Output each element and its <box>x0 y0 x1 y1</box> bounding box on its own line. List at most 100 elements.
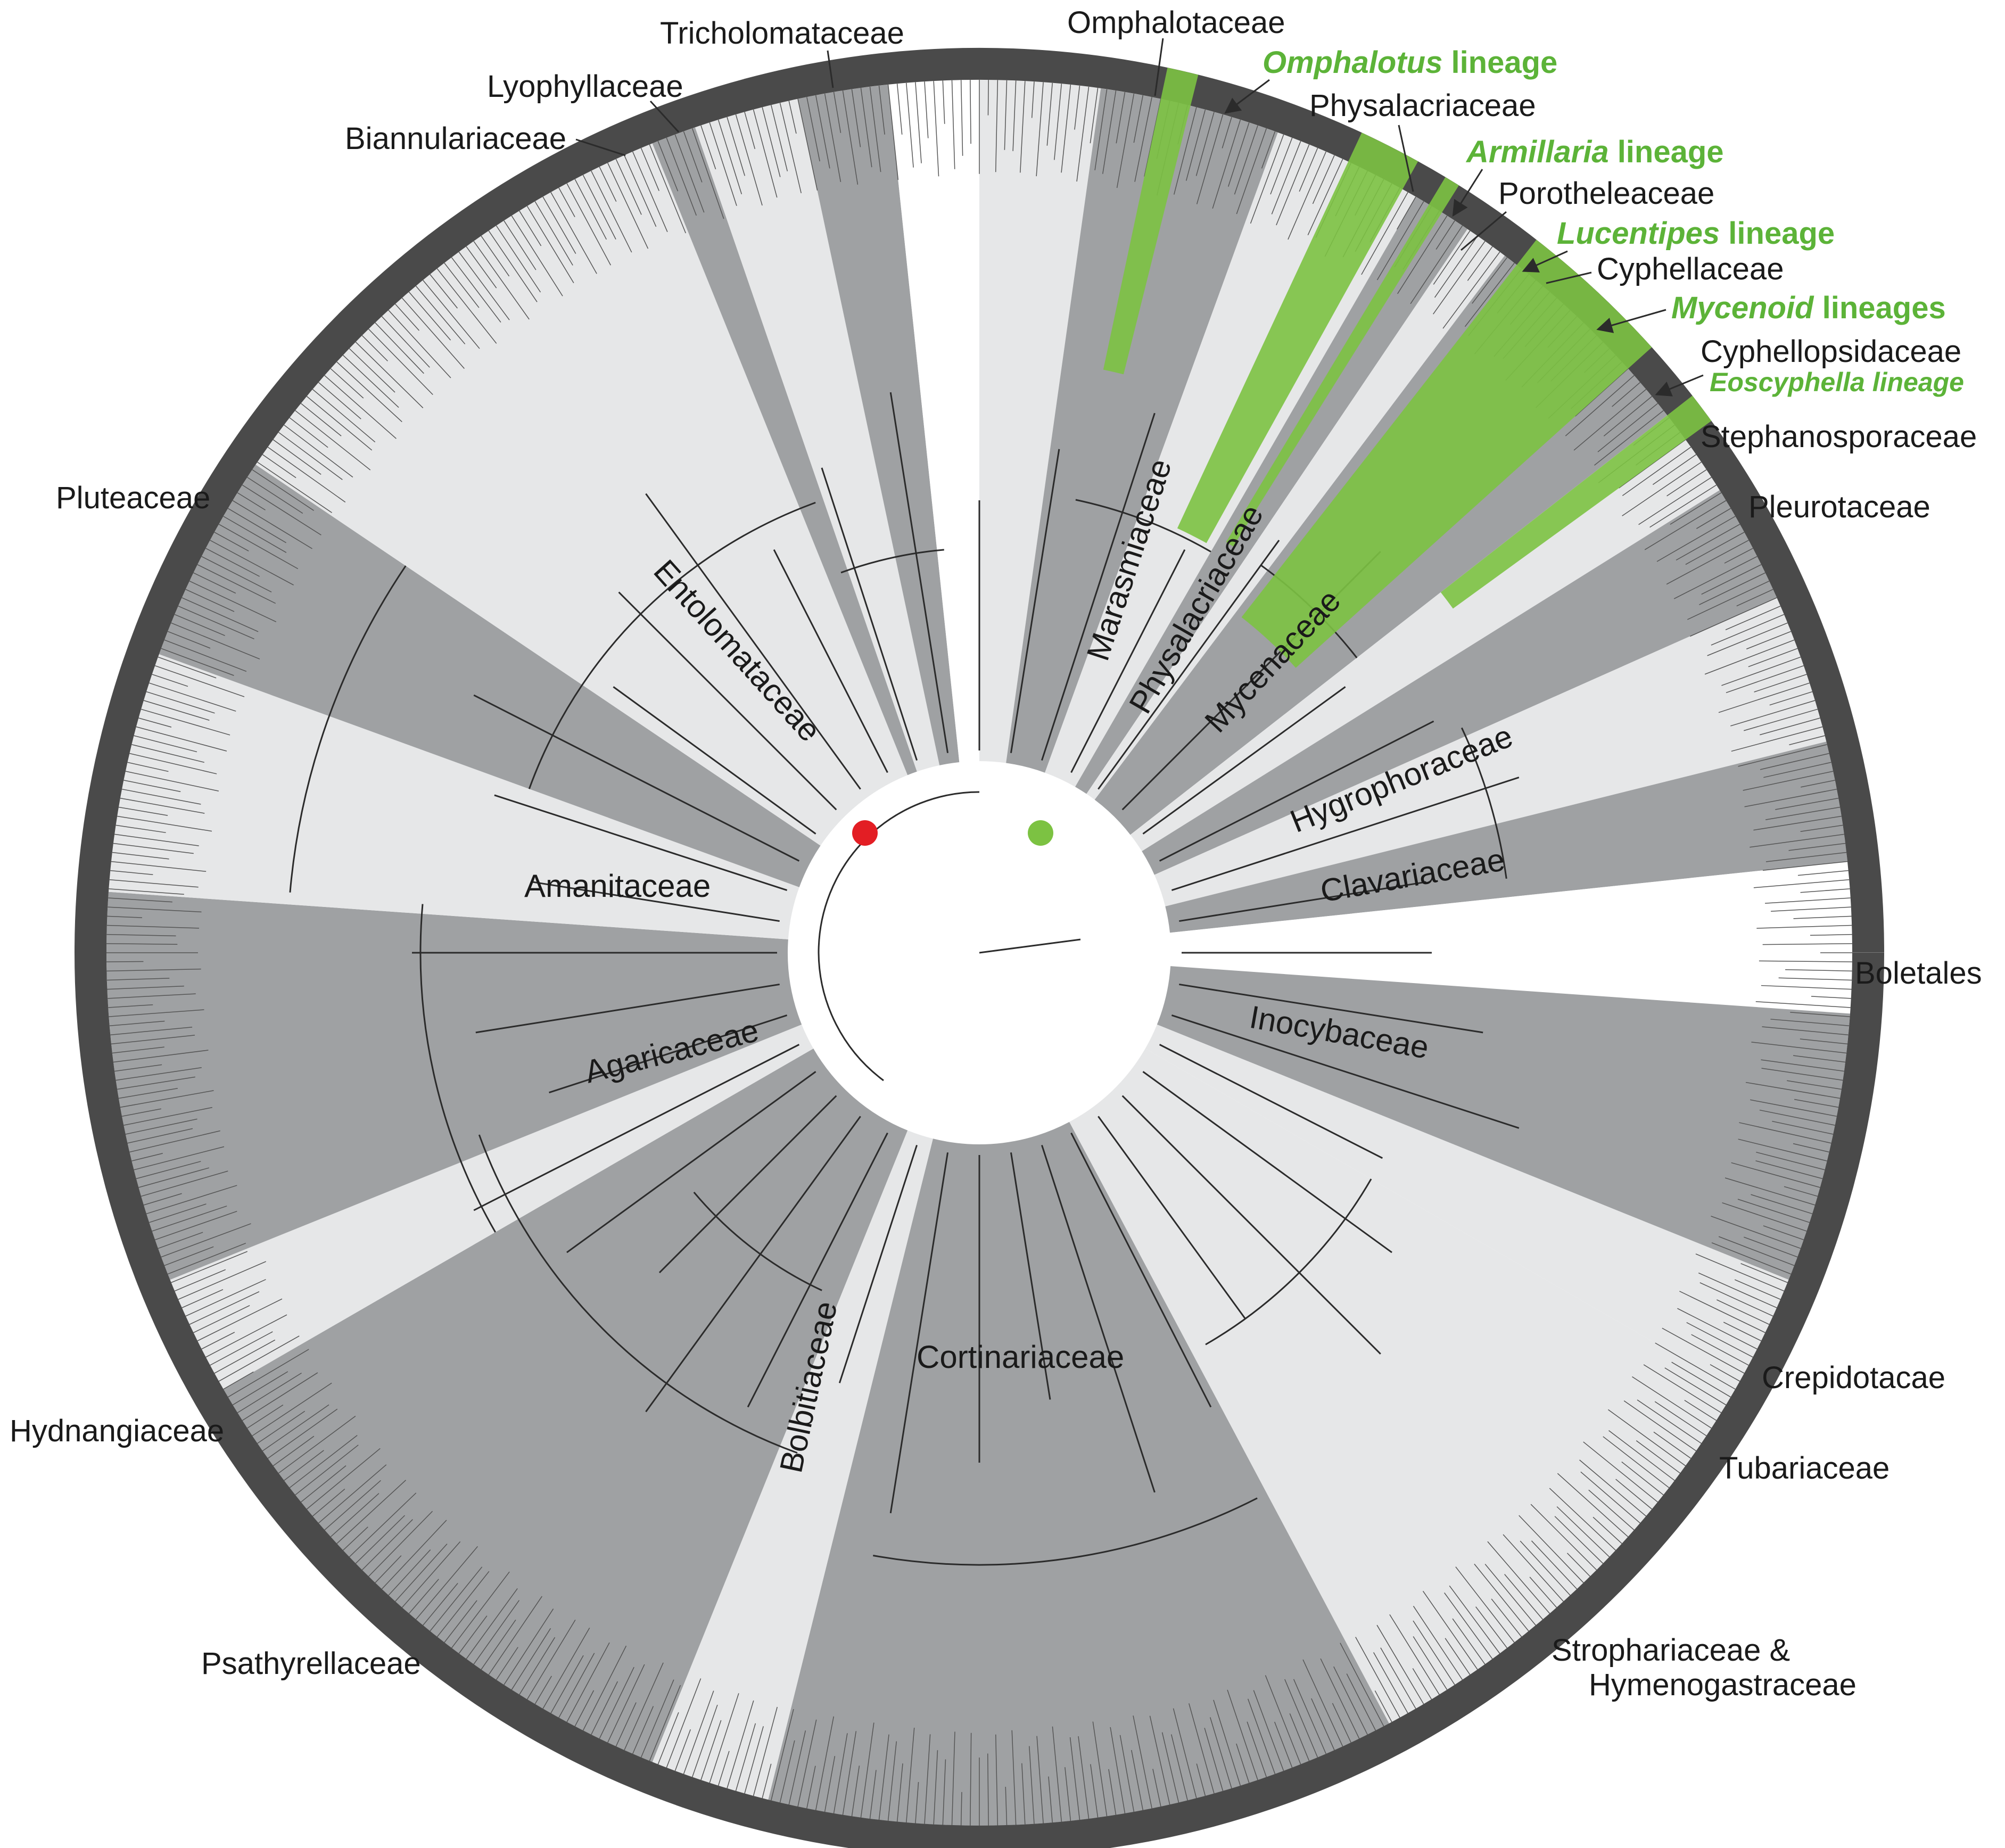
leaf-tip <box>106 961 144 962</box>
leaf-tip <box>1078 1736 1090 1819</box>
leaf-tip <box>381 316 430 368</box>
leaf-tip <box>1227 1689 1258 1780</box>
leaf-tip <box>1265 1675 1301 1765</box>
leaf-tip <box>1593 1516 1622 1544</box>
leaf-tip <box>205 548 260 577</box>
leaf-tip <box>933 81 939 177</box>
leaf-tip <box>375 1555 402 1583</box>
leaf-tip <box>815 95 830 169</box>
leaf-tip <box>136 1161 201 1179</box>
label-pleurotaceae: Pleurotaceae <box>1748 490 1930 524</box>
leaf-tip <box>1361 192 1408 275</box>
leaf-tip <box>193 1305 250 1333</box>
leaf-tip <box>558 187 575 217</box>
leaf-tip <box>1670 492 1722 525</box>
label-amanitaceae: Amanitaceae <box>524 868 711 904</box>
leaf-tip <box>324 375 397 439</box>
leaf-tip <box>1410 225 1463 304</box>
leaf-tip <box>744 112 756 149</box>
leaf-tip <box>1119 1735 1135 1812</box>
leaf-tip <box>252 1382 332 1437</box>
leaf-tip <box>1701 564 1762 595</box>
leaf-tip <box>312 389 376 443</box>
leaf-tip <box>237 492 266 510</box>
label-hymenogastraceae: Hymenogastraceae <box>1589 1668 1857 1702</box>
wedge-marasmiaceae <box>1006 88 1278 773</box>
leaf-tip <box>109 1020 165 1026</box>
leaf-tip <box>1474 1563 1529 1631</box>
leaf-tip <box>1759 960 1852 962</box>
leaf-tip <box>1288 151 1327 240</box>
branch-radial <box>473 694 800 862</box>
leaf-tip <box>1725 605 1781 630</box>
leaf-tip <box>1652 454 1697 485</box>
leaf-tip <box>1529 1577 1557 1608</box>
leader-omphalotaceae <box>1154 38 1164 96</box>
wedge-psathyrellaceae <box>223 1049 908 1762</box>
leaf-tip <box>223 1371 254 1390</box>
leaf-tip <box>1270 137 1293 195</box>
leaf-tip <box>1250 134 1284 224</box>
leaf-tip <box>942 80 945 124</box>
leaf-tip <box>1775 797 1839 810</box>
leaf-tip <box>444 262 480 308</box>
leaf-tip <box>1755 1160 1823 1179</box>
leaf-tip <box>1346 1673 1376 1731</box>
leaf-tip <box>1644 500 1727 550</box>
leaf-tip <box>1691 1334 1749 1366</box>
leaf-tip <box>1762 943 1852 945</box>
branch-radial <box>1179 881 1426 922</box>
label-lyophyllaceae: Lyophyllaceae <box>487 69 683 104</box>
branch-radial <box>473 1044 800 1211</box>
leaf-tip <box>970 80 971 144</box>
leaf-tip <box>1389 1614 1440 1695</box>
branch-arc <box>478 1134 798 1454</box>
leaf-tip <box>666 1678 702 1768</box>
leaf-tip <box>1173 107 1197 195</box>
leaf-tip <box>134 735 197 753</box>
leaf-tip <box>1686 1322 1753 1358</box>
leaf-tip <box>1433 230 1471 285</box>
leaf-tip <box>887 84 899 180</box>
leaf-tip <box>262 454 296 478</box>
leaf-tip <box>1793 1055 1846 1063</box>
leaf-tip <box>388 1549 431 1596</box>
leaf-tip <box>1722 1202 1807 1232</box>
label-tricholomataceae: Tricholomataceae <box>660 16 904 51</box>
leaf-tip <box>355 342 424 408</box>
leaf-tip <box>824 93 841 183</box>
leaf-tip <box>1531 1540 1578 1590</box>
leaf-tip <box>158 656 217 679</box>
leaf-tip <box>1723 1322 1762 1341</box>
leaf-tip <box>228 1349 309 1398</box>
leaf-tip <box>1787 1080 1842 1090</box>
leaf-tip <box>136 726 227 752</box>
leaf-tip <box>178 605 254 640</box>
leaf-tip <box>1607 1409 1686 1466</box>
leaf-tip <box>273 439 321 475</box>
leaf-tip <box>1484 1564 1536 1626</box>
leaf-tip <box>1092 1721 1108 1817</box>
leaf-tip <box>649 144 686 234</box>
leaf-tip <box>1750 1099 1837 1117</box>
leaf-tip <box>915 82 922 163</box>
leaf-tip <box>1637 1399 1702 1444</box>
leaf-tip <box>108 897 172 903</box>
branch-radial <box>475 983 780 1034</box>
leaf-tip <box>1753 879 1850 888</box>
leaf-tip <box>388 310 451 378</box>
leaf-tip <box>336 361 402 423</box>
leaf-tip <box>1031 81 1035 118</box>
leaf-tip <box>1173 1708 1197 1798</box>
leaf-tip <box>534 1676 552 1704</box>
leaf-tip <box>1655 1342 1736 1390</box>
label-armillaria-lineage: Armillaria lineage <box>1465 135 1724 169</box>
wedge-cortinariaceae <box>768 1121 1389 1826</box>
leaf-tip <box>181 1289 224 1308</box>
leaf-tip <box>1793 915 1852 919</box>
wedge-stephanosporaceae <box>1130 415 1720 852</box>
leaf-tip <box>797 98 818 191</box>
leaf-tip <box>401 298 465 369</box>
leaf-tip <box>771 1709 794 1801</box>
leaf-tip <box>960 80 963 156</box>
